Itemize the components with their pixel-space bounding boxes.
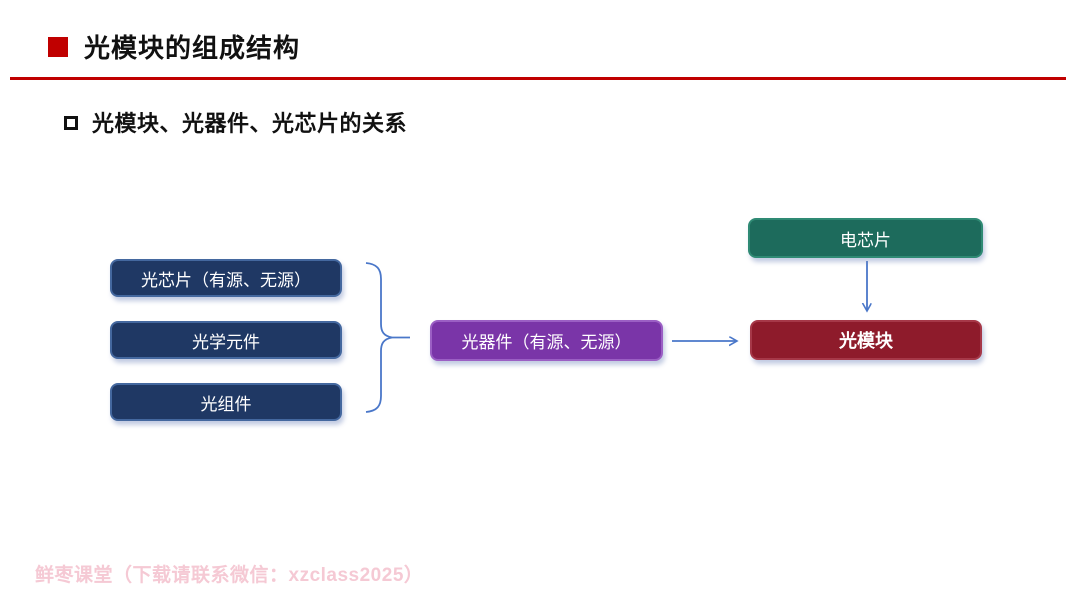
watermark-footer: 鲜枣课堂（下载请联系微信：xzclass2025）	[35, 565, 424, 586]
subtitle-square-bullet-icon	[64, 116, 78, 130]
grouping-brace	[365, 262, 393, 413]
box-optical-device-label: 光器件（有源、无源）	[461, 333, 632, 352]
section-subtitle: 光模块、光器件、光芯片的关系	[92, 111, 408, 136]
box-optical-chip-label: 光芯片（有源、无源）	[141, 270, 311, 290]
box-electric-chip: 电芯片	[748, 218, 983, 258]
box-optical-components: 光组件	[110, 383, 342, 421]
box-electric-chip-label: 电芯片	[840, 230, 891, 250]
box-optical-chip: 光芯片（有源、无源）	[110, 259, 342, 297]
box-optical-elements-label: 光学元件	[192, 332, 260, 352]
box-optical-module-label: 光模块	[839, 331, 893, 351]
box-optical-components-label: 光组件	[200, 394, 252, 414]
title-divider-line	[10, 77, 1066, 80]
box-optical-device: 光器件（有源、无源）	[430, 320, 663, 361]
page-title: 光模块的组成结构	[84, 33, 301, 63]
box-optical-module: 光模块	[750, 320, 982, 360]
box-optical-elements: 光学元件	[110, 321, 342, 359]
title-square-bullet-icon	[48, 37, 68, 57]
